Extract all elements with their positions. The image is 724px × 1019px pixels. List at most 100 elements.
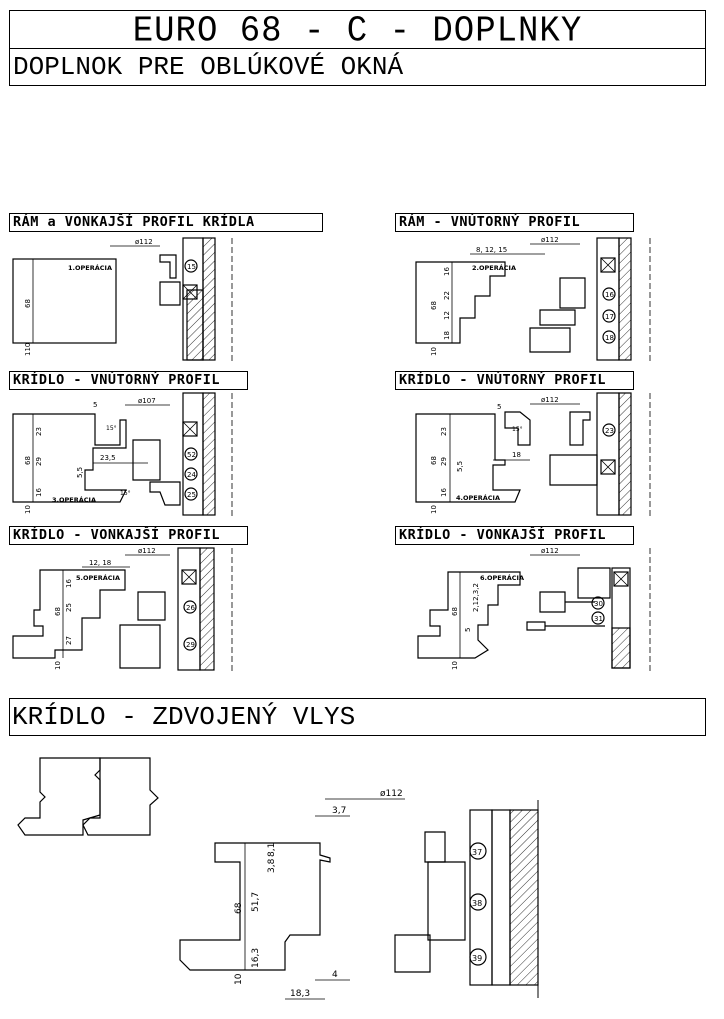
- dim-label: 18: [443, 331, 451, 340]
- dim-label: 29: [440, 457, 448, 466]
- dim-label: 12: [443, 311, 451, 320]
- panel-double-bar: 68 10 51,7 16,3 3,8 8,1 ø112 3,7 4 18,3 …: [17, 757, 539, 1000]
- dim-label: 15°: [512, 426, 523, 433]
- diameter-label: ø112: [135, 238, 153, 246]
- title-box: EURO 68 - C - DOPLNKY: [9, 10, 706, 52]
- dim-label: 10: [451, 661, 459, 670]
- dim-label: 68: [24, 299, 32, 308]
- cutter-shape: [394, 934, 431, 973]
- dim-label: 22: [443, 291, 451, 300]
- dim-label: 10: [54, 661, 62, 670]
- diameter-label: ø112: [541, 236, 559, 244]
- dim-label: 68: [451, 607, 459, 616]
- section-label: KRÍDLO - VNÚTORNÝ PROFIL: [399, 372, 607, 388]
- tool-number: 18: [605, 334, 614, 342]
- workpiece-part: [504, 411, 531, 446]
- dim-label: 10: [234, 973, 244, 985]
- tool-number-circle: [469, 842, 487, 860]
- section-label: KRÍDLO - VONKAJŠÍ PROFIL: [13, 527, 221, 543]
- tool-number-circle: [469, 893, 487, 911]
- page-subtitle: DOPLNOK PRE OBLÚKOVÉ OKNÁ: [13, 52, 404, 82]
- bearing-cross: [182, 421, 198, 437]
- cutter-shape: [569, 411, 591, 446]
- hatched-body: [199, 547, 215, 671]
- tool-number-circle: [602, 423, 616, 437]
- dim-label: 68: [430, 301, 438, 310]
- hatched-body: [186, 289, 204, 361]
- tool-number: 16: [605, 291, 614, 299]
- tool-number: 39: [472, 954, 482, 963]
- tool-number: 38: [472, 899, 482, 908]
- section-header-frame-outer: RÁM a VONKAJŠÍ PROFIL KRÍDLA: [9, 213, 323, 232]
- tool-number: 15: [187, 263, 196, 271]
- tool-number-circle: [602, 330, 616, 344]
- dim-label: 5: [93, 401, 97, 409]
- dim-label: 15°: [106, 425, 117, 432]
- tool-number-circle: [591, 596, 605, 610]
- tool-number-circle: [183, 637, 197, 651]
- cutter-shape: [159, 281, 181, 306]
- section-label: RÁM a VONKAJŠÍ PROFIL KRÍDLA: [13, 214, 255, 230]
- hatched-body: [618, 392, 632, 516]
- panel-sash-outer-right: 68 10 5 2,12,3,2 6.OPERÁCIA ø112 30 31: [417, 547, 651, 672]
- tool-number: 17: [605, 313, 614, 321]
- dim-label: 51,7: [251, 892, 261, 912]
- bearing-icon: [613, 571, 629, 587]
- bearing-icon: [600, 257, 616, 273]
- bar-section-right: [82, 757, 159, 836]
- section-label: KRÍDLO - VNÚTORNÝ PROFIL: [13, 372, 221, 388]
- tool-number-circle: [591, 611, 605, 625]
- section-label: KRÍDLO - VONKAJŠÍ PROFIL: [399, 527, 607, 543]
- cutter-shape: [149, 481, 181, 506]
- diameter-label: ø107: [138, 397, 156, 405]
- dim-label: 5,5: [76, 467, 84, 478]
- cutter-shape: [424, 831, 446, 863]
- tool-number-circle: [184, 487, 198, 501]
- bearing-icon: [182, 284, 198, 300]
- dim-label: 2,12,3,2: [472, 583, 480, 612]
- dim-label: 18: [512, 451, 521, 459]
- tool-number-circle: [469, 948, 487, 966]
- panel-sash-inner-right: 68 10 23 29 16 5,5 5 15° 18 4.OPERÁCIA ø…: [415, 392, 651, 517]
- tool-number: 30: [594, 600, 603, 608]
- tool-number-circle: [184, 467, 198, 481]
- cutter-shape: [159, 254, 177, 279]
- tool-number-circle: [602, 309, 616, 323]
- tool-number-circle: [183, 600, 197, 614]
- operation-label: 2.OPERÁCIA: [472, 263, 516, 272]
- dim-label: 68: [24, 456, 32, 465]
- tool-number: 26: [186, 604, 195, 612]
- dim-label: 15°: [120, 490, 131, 497]
- tool-number: 24: [187, 471, 196, 479]
- section-label: RÁM - VNÚTORNÝ PROFIL: [399, 214, 581, 230]
- dim-label: 8, 12, 15: [476, 246, 507, 254]
- tool-number-circle: [184, 447, 198, 461]
- tool-number: 52: [187, 451, 196, 459]
- dim-label: 16: [35, 488, 43, 497]
- hatched-body: [202, 392, 216, 516]
- bearing-icon: [182, 421, 198, 437]
- bearing-cross: [600, 459, 616, 475]
- diameter-label: ø112: [138, 547, 156, 555]
- tool-number: 29: [186, 641, 195, 649]
- dim-label: 16,3: [251, 948, 261, 968]
- panel-sash-inner-left: 68 10 23 29 16 5,5 5 15° 23,5 15° 3.OPER…: [12, 392, 233, 517]
- cutter-shape: [539, 309, 576, 326]
- cutter-shape: [577, 567, 611, 599]
- cutter-shape: [559, 277, 586, 309]
- tool-number-circle: [602, 287, 616, 301]
- dim-label: 16: [443, 267, 451, 276]
- hatched-body: [618, 237, 632, 361]
- section-header-double-bar: KRÍDLO - ZDVOJENÝ VLYS: [9, 698, 706, 736]
- dim-label: 68: [54, 607, 62, 616]
- bar-section-left: [17, 757, 101, 836]
- operation-label: 6.OPERÁCIA: [480, 573, 524, 582]
- spindle-body: [491, 809, 511, 986]
- dim-label: 16: [65, 579, 73, 588]
- cutter-shape: [549, 454, 598, 486]
- dim-label: 29: [35, 457, 43, 466]
- bearing-cross: [182, 284, 198, 300]
- workpiece-profile: [415, 413, 521, 503]
- dim-label: 23: [35, 427, 43, 436]
- dim-label: 110: [24, 343, 32, 356]
